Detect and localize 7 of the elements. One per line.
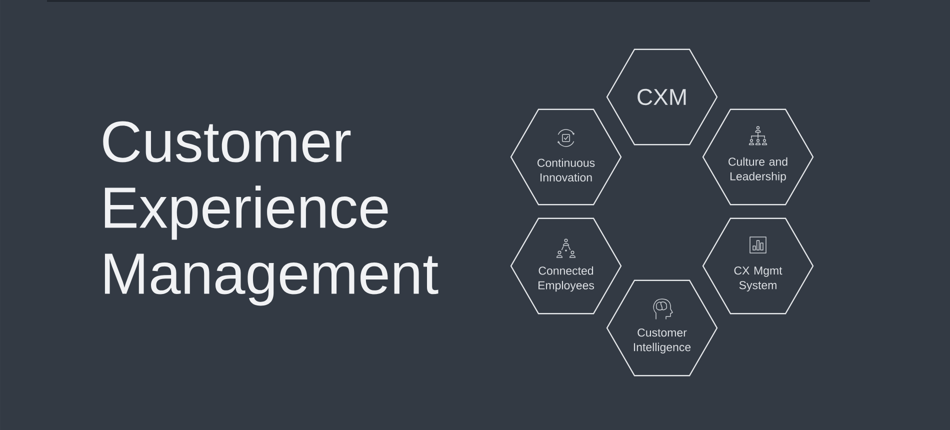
hexagon: CXM (606, 48, 718, 146)
hexagon: Culture and Leadership (702, 108, 814, 206)
hexagon: Connected Employees (510, 218, 622, 314)
hexagon: Continuous Innovation (510, 108, 622, 206)
title: Customer Experience Management (103, 121, 438, 306)
hexagon: Customer Intelligence (606, 280, 718, 376)
hexagon: CX Mgmt System (702, 218, 814, 314)
